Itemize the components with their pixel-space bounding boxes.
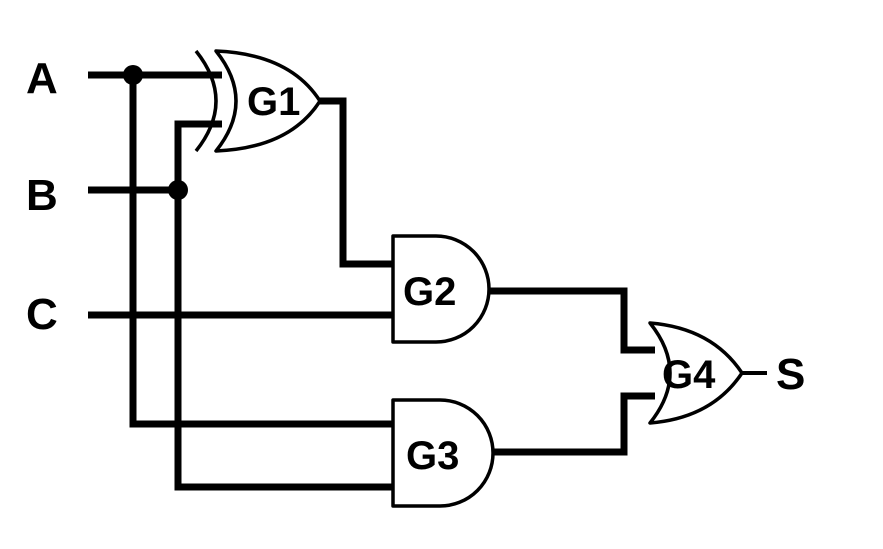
wire-g3-to-g4: [490, 392, 655, 456]
gate-label-g1: G1: [247, 80, 300, 124]
wire-g1-to-g2: [318, 97, 392, 268]
and-gate-g3: G3: [391, 398, 495, 508]
gate-label-g3: G3: [406, 434, 459, 478]
wire-b-to-g3: [174, 190, 392, 491]
gate-label-g2: G2: [403, 270, 456, 314]
xor-gate-extra-curve: [194, 49, 218, 153]
and-gate-g2: G2: [391, 234, 491, 344]
wire-g2-to-g4: [488, 287, 655, 354]
gate-label-g4: G4: [662, 353, 716, 397]
output-label-s: S: [776, 350, 805, 399]
junction-dot-a: [123, 65, 143, 85]
junction-dot-b: [168, 180, 188, 200]
and-gate-body: [391, 234, 491, 344]
xor-gate-body: [214, 49, 322, 153]
xor-gate-g1: G1: [194, 49, 322, 153]
and-gate-body: [391, 398, 495, 508]
or-gate-body: [648, 321, 744, 425]
wire-b-to-g1: [174, 120, 222, 190]
input-label-c: C: [26, 290, 58, 339]
or-gate-g4: G4: [648, 321, 744, 425]
input-label-b: B: [26, 171, 58, 220]
input-label-a: A: [26, 54, 58, 103]
